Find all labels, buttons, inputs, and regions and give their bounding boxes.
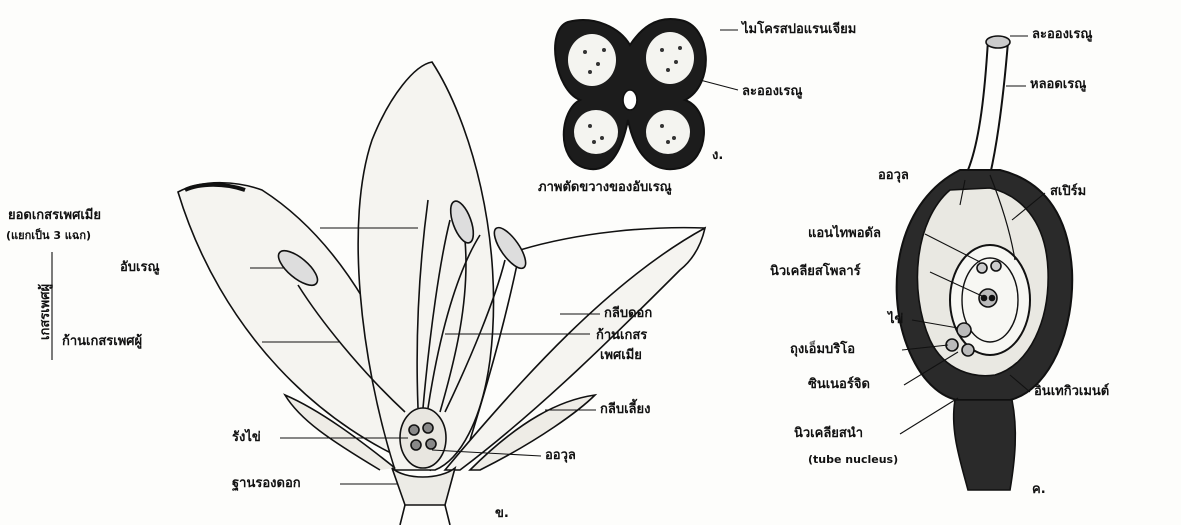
pollen-grain-label-a: ละอองเรณู <box>742 84 802 100</box>
embryo-sac-label: ถุงเอ็มบริโอ <box>790 342 855 358</box>
microsporangium-label: ไมโครสปอแรนเจียม <box>742 22 856 38</box>
petal-label: กลีบดอก <box>604 306 652 322</box>
integument-label: อินเทกิวเมนต์ <box>1034 384 1109 400</box>
pollen-tube-label: หลอดเรณู <box>1030 77 1086 93</box>
egg-label: ไข่ <box>888 312 903 328</box>
anther-section-caption: ภาพตัดขวางของอับเรณู <box>538 180 672 196</box>
stigma-note-label: (แยกเป็น 3 แฉก) <box>6 228 91 244</box>
panel-c-marker: ค. <box>1032 482 1046 498</box>
pollen-grain-label-c: ละอองเรณู <box>1032 27 1092 43</box>
antipodal-label: แอนไทพอดัล <box>808 226 881 242</box>
polar-nuclei-label: นิวเคลียสโพลาร์ <box>770 264 861 280</box>
style-label-line2: เพศเมีย <box>600 348 642 364</box>
receptacle-label: ฐานรองดอก <box>232 476 301 492</box>
receptacle <box>392 468 455 505</box>
panel-a-marker: ง. <box>712 148 723 164</box>
ovule-diagram <box>897 36 1073 490</box>
ovule-label: ออวุล <box>545 448 576 464</box>
style-label-line1: ก้านเกสร <box>596 328 647 344</box>
tube-nucleus-label: นิวเคลียสนำ <box>794 426 863 442</box>
ovule-label-c: ออวุล <box>878 168 909 184</box>
ovary-label: รังไข่ <box>232 430 261 446</box>
panel-b-marker: ข. <box>495 506 509 522</box>
anther-cross-section <box>555 19 738 169</box>
synergid-label: ซินเนอร์จิด <box>808 377 870 393</box>
sperm-label: สเปิร์ม <box>1050 184 1086 200</box>
stigma-label: ยอดเกสรเพศเมีย <box>8 208 101 224</box>
funiculus <box>954 400 1016 490</box>
filament-label: ก้านเกสรเพศผู้ <box>62 334 142 350</box>
stamen-group-label: เกสรเพศผู้ <box>38 284 54 340</box>
tube-nucleus-en-label: (tube nucleus) <box>808 452 898 468</box>
anther-label: อับเรณู <box>120 260 160 276</box>
sepal-label: กลีบเลี้ยง <box>600 402 650 418</box>
